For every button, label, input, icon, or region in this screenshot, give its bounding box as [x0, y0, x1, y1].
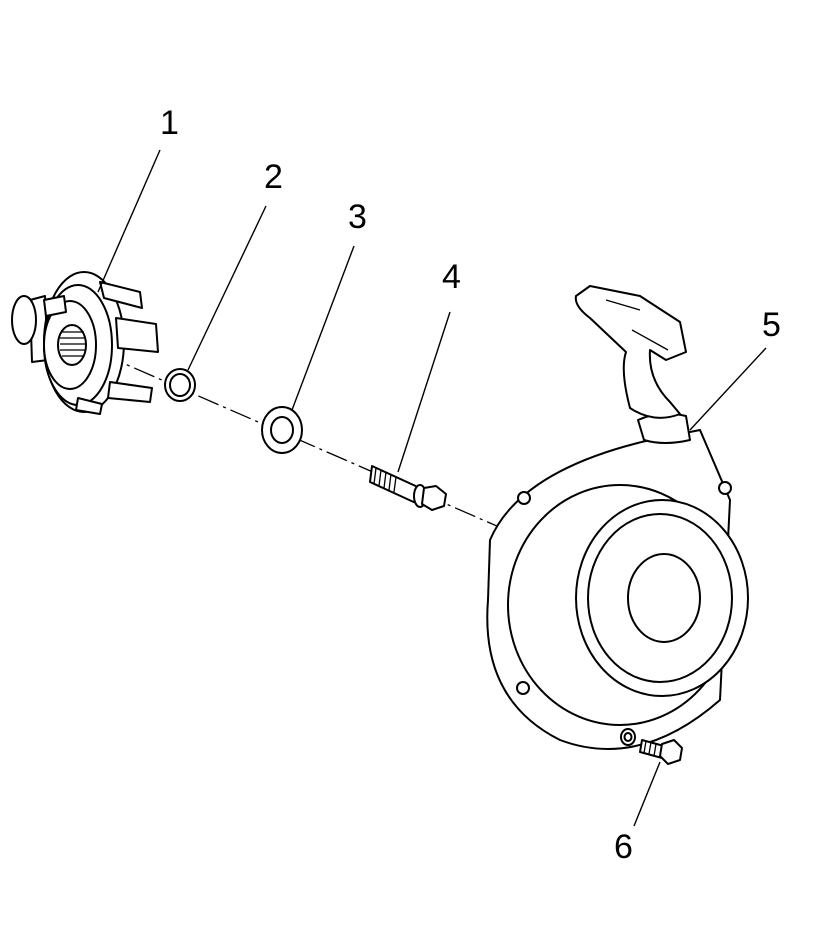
callout-5: 5: [762, 306, 781, 344]
callout-1: 1: [160, 104, 179, 142]
part-3-flat-washer: [261, 406, 303, 454]
leader-line-6: [633, 761, 661, 827]
callout-4: 4: [442, 258, 461, 296]
callout-3: 3: [348, 198, 367, 236]
part-6-bolt-and-washer: [620, 728, 683, 765]
part-1-starter-pulley: [11, 271, 159, 415]
leader-line-5: [689, 347, 767, 431]
leader-line-4: [397, 311, 451, 473]
callout-6: 6: [614, 828, 633, 866]
leader-line-2: [187, 205, 267, 371]
leader-line-1: [97, 149, 161, 293]
callout-2: 2: [264, 158, 283, 196]
part-2-washer: [164, 368, 196, 402]
leader-line-3: [291, 245, 355, 411]
part-5-recoil-starter-housing: [486, 285, 749, 750]
part-4-flange-bolt: [369, 465, 447, 511]
